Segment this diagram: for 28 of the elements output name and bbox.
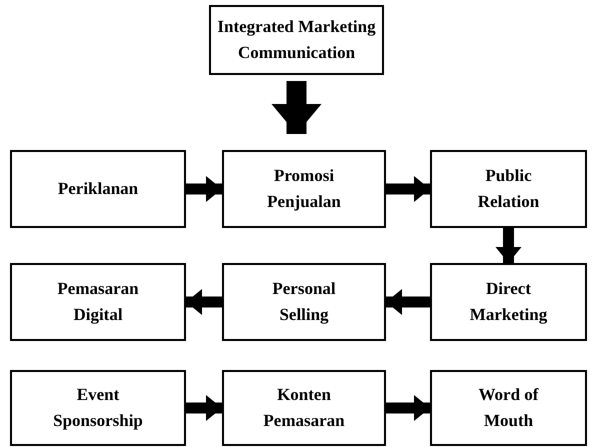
box-label: Public Relation [476,164,540,213]
arrow [386,289,430,315]
process-box [430,370,587,446]
process-box [10,150,186,228]
arrow [386,395,430,421]
process-box [209,5,384,75]
box-label: Periklanan [58,178,138,200]
arrow [496,228,522,263]
box-label: Direct Marketing [468,278,548,326]
arrow [186,289,222,315]
box-label: Integrated Marketing Communication [217,16,376,64]
process-box [222,150,386,228]
box-label: Pemasaran Digital [56,278,140,326]
box-label: Konten Pemasaran [262,384,346,432]
box-label: Personal Selling [271,278,337,326]
process-box [222,370,386,446]
arrow [186,395,222,421]
arrow [186,176,222,202]
box-label: Word of Mouth [478,384,540,432]
arrow [386,176,430,202]
process-box [430,150,587,228]
arrow [272,81,322,134]
process-box [222,263,386,341]
box-label: Promosi Penjualan [266,164,342,213]
box-label: Event Sponsorship [52,384,144,432]
process-box [10,263,186,341]
process-box [10,370,186,446]
process-box [430,263,587,341]
